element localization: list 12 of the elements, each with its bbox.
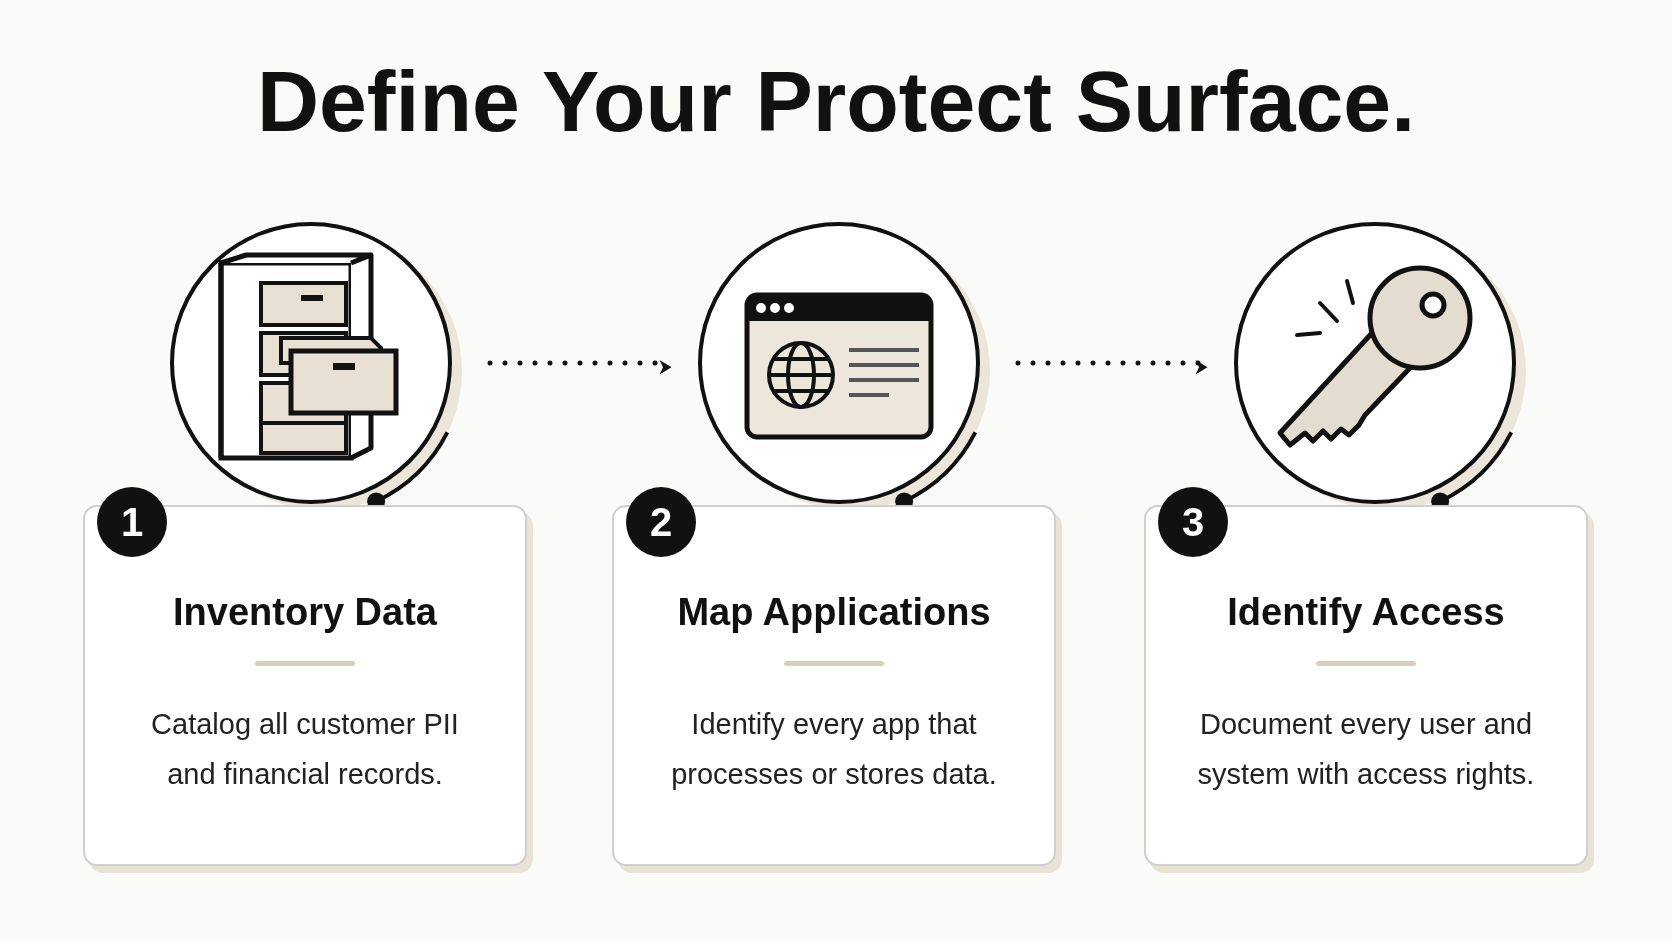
step-number: 3 [1158, 487, 1228, 557]
title: Define Your Protect Surface. [255, 52, 1417, 151]
step-heading: Inventory Data [172, 591, 438, 634]
step-number: 2 [626, 487, 696, 557]
step-heading: Identify Access [1226, 591, 1506, 634]
step-heading: Map Applications [676, 591, 992, 634]
step-number: 1 [97, 487, 167, 557]
step-description: Document every user and system with access rights. [1196, 707, 1536, 792]
step-description: Identify every app that processes or stores data. [670, 707, 998, 792]
dotted-arrow [1015, 360, 1208, 375]
step-description: Catalog all customer PII and financial records. [150, 707, 460, 792]
dotted-arrow [487, 360, 672, 375]
